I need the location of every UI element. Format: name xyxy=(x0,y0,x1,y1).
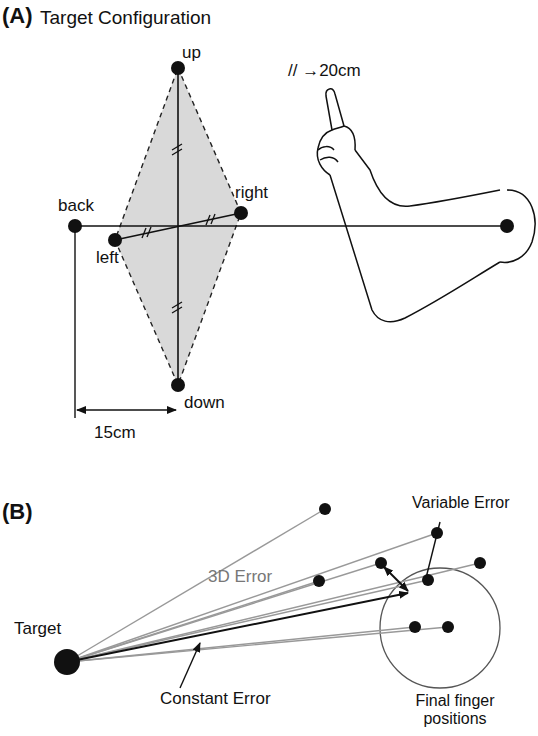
panel-label: (B) xyxy=(2,500,33,524)
finger-dot xyxy=(474,557,486,569)
tick-marks xyxy=(142,144,215,313)
target-dots xyxy=(68,61,514,392)
dimension-extension xyxy=(74,226,75,418)
panel-title: Target Configuration xyxy=(40,8,211,29)
callout-label: Variable Error xyxy=(412,494,510,512)
target-dot xyxy=(54,649,80,675)
callout-label: Target xyxy=(14,620,61,639)
dimension-arrow xyxy=(77,409,176,410)
target-label: back xyxy=(58,197,94,216)
error-line xyxy=(67,533,437,662)
scale-note: // →20cm xyxy=(288,62,361,81)
leader-arrow xyxy=(180,643,200,688)
callout-label: Constant Error xyxy=(160,690,271,709)
finger-positions xyxy=(313,503,486,633)
target-label: left xyxy=(96,249,119,268)
variable-error-arrow xyxy=(384,567,408,591)
finger-dot xyxy=(409,621,421,633)
target-label: up xyxy=(182,44,201,63)
leader-line xyxy=(426,522,440,578)
finger-dot xyxy=(422,574,434,586)
error-line xyxy=(67,627,448,662)
panel-label: (A) xyxy=(2,4,33,28)
arm-drawing xyxy=(317,89,535,322)
error-line xyxy=(67,563,480,662)
horizontal-axis xyxy=(75,225,507,227)
dimension-label: 15cm xyxy=(94,424,136,443)
error-lines xyxy=(67,509,480,662)
target-label: down xyxy=(184,394,225,413)
target-label: right xyxy=(235,184,268,203)
finger-dot xyxy=(442,621,454,633)
lateral-axis xyxy=(115,213,241,240)
finger-dot xyxy=(319,503,331,515)
finger-dot xyxy=(313,575,325,587)
constant-error-arrow xyxy=(67,593,408,662)
callout-label: 3D Error xyxy=(208,568,272,587)
callout-label: Final finger positions xyxy=(400,692,510,727)
